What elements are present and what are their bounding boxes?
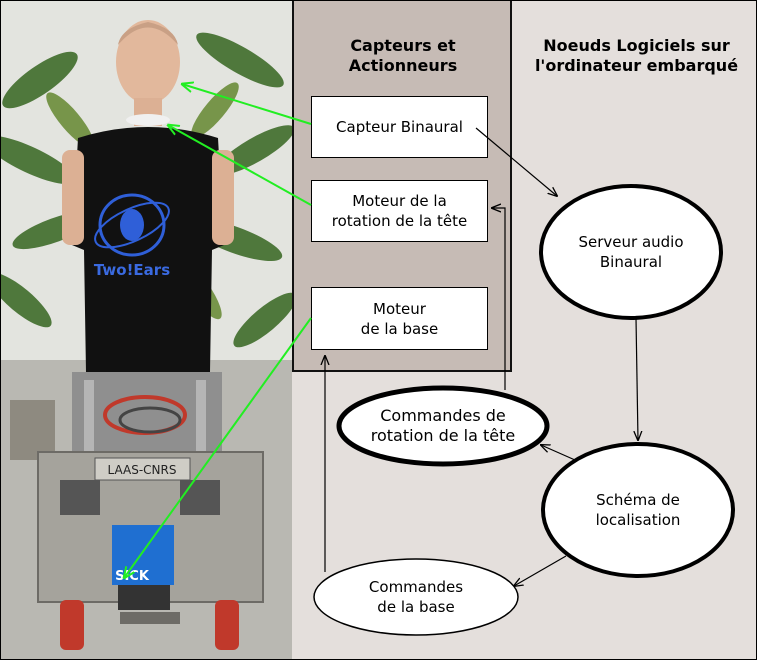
head-commands-label: Commandes de rotation de la tête: [350, 402, 536, 450]
green-arrow-head-motor-to-neck: [168, 125, 312, 206]
audio-server-node: [539, 184, 723, 320]
robot-photo: Two!Ears LAAS-CNRS SICK: [0, 0, 292, 660]
robot-plate-text: LAAS-CNRS: [108, 463, 177, 477]
audio-server-label-line-2: Binaural: [599, 253, 663, 271]
binaural-sensor-label: Capteur Binaural: [336, 118, 463, 136]
head-motor-label-line-2: rotation de la tête: [331, 212, 468, 230]
software-heading-line-2: l'ordinateur embarqué: [534, 56, 739, 75]
localisation-label-line-1: Schéma de: [596, 491, 680, 509]
base-motor-label-line-1: Moteur: [373, 299, 426, 318]
sensors-heading-line-1: Capteurs et: [350, 36, 456, 55]
localisation-node: [541, 442, 735, 578]
software-heading-line-1: Noeuds Logiciels sur: [543, 36, 730, 55]
arrow-localisation-to-base-commands: [514, 555, 567, 586]
localisation-label: Schéma de localisation: [563, 488, 713, 532]
base-commands-node: [313, 558, 519, 636]
head-motor-label-line-1: Moteur de la: [352, 192, 447, 210]
base-motor-box: Moteur de la base: [311, 287, 488, 350]
base-commands-label: Commandes de la base: [341, 575, 491, 619]
head-commands-node: [336, 385, 550, 467]
green-arrow-base-motor-to-base: [124, 317, 312, 578]
sensors-actuators-heading: Capteurs et Actionneurs: [300, 36, 506, 76]
arrow-head-commands-to-head-motor: [492, 208, 506, 390]
audio-server-label-line-1: Serveur audio: [578, 233, 684, 251]
base-motor-label-line-2: de la base: [360, 319, 439, 338]
green-arrow-binaural-to-ears: [182, 84, 312, 125]
audio-server-label: Serveur audio Binaural: [556, 230, 706, 274]
robot-photo-drawing: Two!Ears LAAS-CNRS SICK: [0, 0, 292, 660]
shirt-logo-text: Two!Ears: [94, 261, 170, 279]
localisation-label-line-2: localisation: [595, 511, 681, 529]
base-commands-label-line-1: Commandes: [368, 578, 464, 596]
arrow-localisation-to-head-commands: [541, 445, 576, 461]
arrow-sensor-to-server: [475, 127, 557, 196]
arrow-server-to-localisation: [636, 317, 638, 440]
head-motor-box: Moteur de la rotation de la tête: [311, 180, 488, 242]
binaural-sensor-box: Capteur Binaural: [311, 96, 488, 158]
sensors-heading-line-2: Actionneurs: [348, 56, 458, 75]
software-nodes-heading: Noeuds Logiciels sur l'ordinateur embarq…: [516, 36, 757, 76]
head-commands-label-line-2: rotation de la tête: [370, 426, 516, 445]
base-commands-label-line-2: de la base: [377, 598, 455, 616]
head-commands-label-line-1: Commandes de: [380, 406, 506, 425]
